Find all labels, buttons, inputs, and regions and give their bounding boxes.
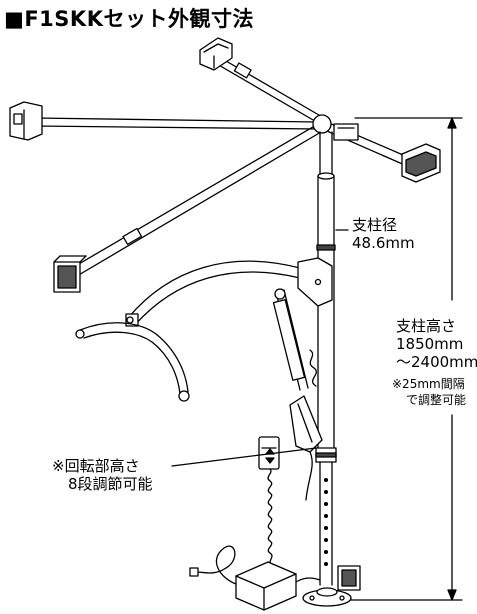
pole-height-max: ～2400mm: [396, 353, 477, 371]
leader-pivot: [171, 447, 317, 467]
pole-height-title: 支柱高さ: [396, 317, 457, 335]
power-cord: [195, 545, 237, 585]
upper-arm-assembly: [34, 53, 411, 277]
controller-box: [235, 561, 297, 611]
pivot-height-note: 8段調節可能: [68, 475, 153, 493]
coiled-cord: [267, 468, 273, 567]
pole-diameter-title: 支柱径: [352, 216, 398, 234]
clamp-left: [9, 101, 43, 141]
pole-diameter-label: 支柱径 48.6mm: [352, 216, 415, 252]
main-pole: [315, 131, 337, 586]
pole-diameter-value: 48.6mm: [352, 234, 415, 252]
clamp-lower-left: [53, 255, 87, 293]
pivot-height-label: ※回転部高さ 8段調節可能: [52, 457, 153, 493]
page-title: ■F1SKKセット外観寸法: [4, 7, 254, 31]
adjustment-note-line2: で調整可能: [406, 393, 467, 407]
pivot-height-title: ※回転部高さ: [52, 457, 140, 475]
wall-bracket: [337, 565, 361, 591]
height-dimension-line: [344, 117, 463, 601]
rotating-arm: [75, 257, 333, 402]
actuator: [272, 288, 323, 453]
adjustment-note-line1: ※25mm間隔: [392, 377, 465, 391]
pole-height-min: 1850mm: [396, 335, 464, 353]
clamp-upper-left: [199, 37, 233, 71]
base-plate: [302, 587, 352, 607]
hand-switch: [258, 436, 280, 470]
pole-height-label: 支柱高さ 1850mm ～2400mm: [396, 317, 477, 371]
adjustment-note: ※25mm間隔 で調整可能: [392, 376, 466, 408]
clamp-right: [401, 143, 441, 183]
